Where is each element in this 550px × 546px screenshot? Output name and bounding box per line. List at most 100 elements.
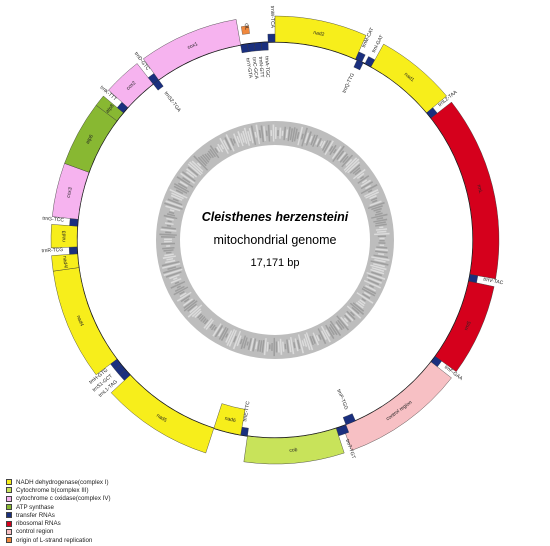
gc-bar: [338, 151, 347, 162]
gc-bar: [176, 285, 181, 289]
legend-swatch: [6, 487, 12, 494]
label-nad4: nad4: [75, 315, 85, 328]
gc-bar: [263, 338, 267, 356]
gc-bar: [369, 284, 375, 288]
gc-bar: [170, 280, 186, 289]
feature-trnW-TCA: [267, 33, 276, 43]
gc-bar: [279, 338, 283, 355]
gc-bar: [311, 335, 316, 344]
gc-bar: [265, 130, 268, 137]
feature-nad6: [213, 403, 246, 436]
gc-bar: [356, 172, 365, 179]
gc-bar: [160, 236, 176, 238]
legend-label: origin of L-strand replication: [16, 536, 93, 544]
feature-cox1: [143, 19, 241, 81]
gc-bar: [349, 302, 365, 315]
gc-bar: [361, 287, 376, 297]
gc-bar: [272, 124, 275, 142]
label-atp6: atp6: [85, 134, 95, 146]
label-nad5: nad5: [155, 413, 168, 424]
gc-bar: [297, 126, 304, 146]
gc-bar: [304, 333, 311, 351]
genome-subtitle: mitochondrial genome: [214, 233, 337, 247]
gc-bar: [375, 228, 388, 231]
gc-bar: [254, 131, 257, 138]
gc-bar: [226, 329, 236, 346]
gc-bar: [252, 338, 257, 352]
gc-content-ring: [155, 121, 394, 359]
gc-bar: [303, 338, 308, 347]
gc-bar: [352, 167, 361, 175]
gc-bar: [255, 124, 261, 145]
gc-bar: [246, 341, 249, 346]
gc-bar: [209, 145, 220, 159]
gc-bar: [236, 335, 242, 347]
gc-bar: [174, 285, 185, 292]
gc-bar: [310, 134, 316, 146]
gc-bar: [370, 268, 385, 275]
gc-bar: [187, 163, 202, 176]
gc-bar: [169, 274, 180, 280]
gc-bar: [268, 344, 271, 350]
gc-bar: [209, 148, 217, 158]
gc-bar: [285, 129, 289, 138]
feature-trnY-GTA: [240, 43, 249, 54]
label-cob: cob: [289, 447, 298, 454]
gc-bar: [166, 224, 172, 227]
label-trnV-TAC: trnV-TAC: [483, 277, 504, 287]
gc-bar: [167, 198, 183, 206]
gc-bar: [281, 130, 284, 136]
legend-item: control region: [6, 528, 111, 536]
gc-bar: [165, 259, 176, 264]
gc-bar: [367, 189, 373, 193]
gc-bar: [374, 258, 386, 263]
gc-bar: [183, 300, 198, 312]
gc-bar: [296, 339, 301, 350]
gc-bar: [203, 318, 213, 329]
gc-bar: [371, 271, 383, 277]
gc-bar: [300, 133, 304, 140]
legend-swatch: [6, 520, 12, 527]
label-nad2: nad2: [313, 30, 325, 38]
gc-bar: [170, 278, 182, 284]
gc-bar: [317, 328, 327, 345]
gc-bar: [247, 338, 252, 350]
gc-bar: [325, 329, 331, 337]
gc-bar: [349, 164, 361, 174]
gc-bar: [167, 220, 172, 223]
gc-bar: [357, 175, 370, 184]
gc-bar: [379, 240, 385, 242]
species-name: Cleisthenes herzensteini: [202, 210, 349, 224]
gc-bar: [337, 319, 345, 329]
gc-bar: [166, 217, 174, 221]
gc-bar: [367, 201, 385, 209]
gc-bar: [378, 253, 385, 256]
gc-bar: [250, 125, 257, 145]
gc-bar: [232, 133, 240, 148]
gc-bar: [347, 161, 360, 174]
gc-bar: [375, 221, 386, 225]
gc-bar: [346, 310, 356, 321]
gc-bar: [196, 162, 202, 167]
gc-bar: [165, 205, 181, 212]
gc-bar: [320, 330, 327, 341]
label-trnS2-TGA: trnS2-TGA: [163, 91, 183, 114]
label-nad1: nad1: [403, 72, 416, 84]
gc-bar: [379, 226, 384, 229]
feature-rrnL: [430, 101, 500, 280]
gc-bar: [191, 160, 204, 172]
gc-bar: [198, 314, 204, 321]
gc-bar: [164, 202, 183, 210]
gc-bar: [243, 337, 248, 349]
legend: NADH dehydrogenase(complex I)Cytochrome …: [6, 478, 111, 544]
gc-bar: [273, 337, 275, 357]
gc-bar: [373, 218, 388, 223]
gc-bar: [160, 228, 177, 232]
gc-bar: [374, 232, 390, 236]
legend-swatch: [6, 512, 12, 519]
legend-label: Cytochrome b(complex III): [16, 486, 89, 494]
gc-bar: [169, 209, 175, 212]
gc-bar: [360, 184, 378, 195]
gc-bar: [187, 303, 197, 312]
